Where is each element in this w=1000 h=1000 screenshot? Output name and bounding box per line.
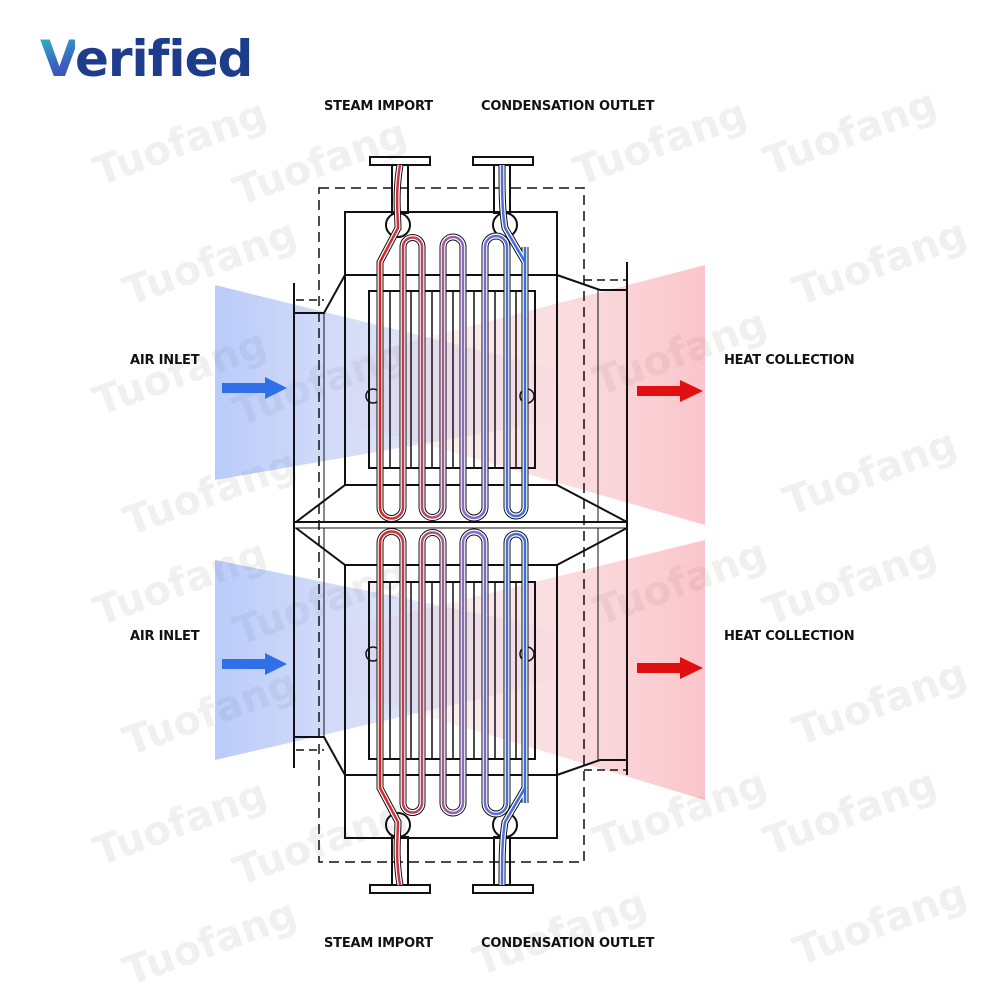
condensate-pipe-flange	[472, 884, 534, 894]
label-steam-import-bottom: STEAM IMPORT	[324, 936, 433, 951]
steam-pipe-flange	[369, 884, 431, 894]
dashed-casing	[318, 187, 585, 863]
label-heat-collection-lower: HEAT COLLECTION	[724, 629, 855, 644]
label-air-inlet-upper: AIR INLET	[130, 353, 200, 368]
heat-collection-arrow-lower	[637, 657, 703, 679]
header-box	[344, 774, 558, 839]
heat-collection-arrow-upper	[637, 380, 703, 402]
air-inlet-arrow-upper	[222, 377, 287, 399]
verified-logo: Verified	[40, 30, 253, 88]
fin-block	[368, 581, 536, 760]
steam-pipe-flange	[369, 156, 431, 166]
outlet-taper	[556, 274, 627, 291]
label-condensation-outlet-bottom: CONDENSATION OUTLET	[481, 936, 655, 951]
fin-block	[368, 290, 536, 469]
label-air-inlet-lower: AIR INLET	[130, 629, 200, 644]
condensate-pipe-flange	[472, 156, 534, 166]
outlet-taper	[556, 759, 627, 776]
label-condensation-outlet-top: CONDENSATION OUTLET	[481, 99, 655, 114]
steam-tube	[378, 164, 527, 520]
header-box	[344, 211, 558, 276]
label-steam-import-top: STEAM IMPORT	[324, 99, 433, 114]
steam-tube	[378, 530, 527, 886]
air-inlet-arrow-lower	[222, 653, 287, 675]
label-heat-collection-upper: HEAT COLLECTION	[724, 353, 855, 368]
